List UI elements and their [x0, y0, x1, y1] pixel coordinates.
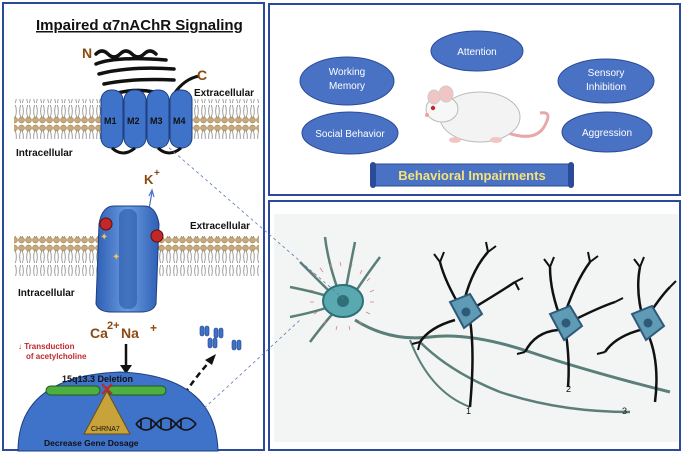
potassium-ion-label: K	[144, 172, 154, 187]
behavior-banner-text: Behavioral Impairments	[398, 168, 545, 183]
n-terminal-chain	[94, 49, 176, 96]
panel-title: Impaired α7nAChR Signaling	[36, 17, 243, 34]
behavior-ellipse-working-memory	[299, 56, 395, 106]
sodium-ion-label: Na	[121, 325, 139, 341]
small-receptor-icons	[199, 325, 242, 351]
receptor-channel: ✦ ✦	[95, 205, 164, 313]
dna-helix-icon	[135, 417, 197, 431]
svg-text:✦: ✦	[112, 252, 120, 263]
target-neuron-3	[596, 256, 677, 403]
behavior-label-sensory-2: Inhibition	[586, 82, 626, 93]
neuron-diagram: 1 2 3	[274, 214, 678, 442]
behavior-banner	[370, 162, 574, 188]
transduction-label-line1: ↓ Transduction	[18, 342, 75, 351]
calcium-ion-label: Ca	[90, 325, 108, 341]
transduction-label-line2: of acetylcholine	[26, 352, 87, 361]
potassium-charge: +	[154, 168, 160, 179]
behavior-label-sensory-1: Sensory	[588, 68, 625, 79]
helix-m3-label: M3	[150, 116, 163, 126]
intracellular-label-bottom: Intracellular	[18, 288, 75, 299]
extracellular-label-bottom: Extracellular	[190, 221, 250, 232]
target-neuron-2	[516, 251, 624, 388]
extracellular-label-top: Extracellular	[194, 88, 254, 99]
neuron-background	[274, 214, 678, 442]
behavior-label-working-memory-2: Memory	[329, 81, 365, 92]
n-terminal-label: N	[82, 45, 92, 61]
source-neuron-nucleus	[337, 295, 349, 307]
behavior-label-working-memory-1: Working	[329, 67, 366, 78]
intracellular-label-top: Intracellular	[16, 148, 73, 159]
svg-text:✦: ✦	[100, 232, 108, 243]
behavior-diagram: Working Memory Attention Sensory Inhibit…	[299, 30, 655, 188]
behavior-ellipse-attention	[430, 30, 524, 72]
dosage-label: Decrease Gene Dosage	[44, 438, 139, 448]
sodium-charge: +	[150, 321, 157, 335]
behavior-ellipse-aggression	[561, 111, 653, 153]
neuron-label-3: 3	[622, 406, 627, 416]
receptor-diagram: Impaired α7nAChR Signaling N C M1 M2 M3 …	[14, 17, 259, 452]
behavior-ellipse-sensory-inhibition	[557, 58, 655, 104]
behavior-panel: Working Memory Attention Sensory Inhibit…	[268, 3, 681, 196]
neuron-label-2: 2	[566, 384, 571, 394]
neuron-label-1: 1	[466, 406, 471, 416]
behavior-label-social-behavior: Social Behavior	[315, 129, 385, 140]
chromosome-right	[107, 385, 167, 396]
gene-label: CHRNA7	[91, 426, 120, 433]
helix-m2-label: M2	[127, 116, 140, 126]
left-panel: Impaired α7nAChR Signaling N C M1 M2 M3 …	[2, 2, 265, 452]
target-neuron-1	[411, 241, 524, 408]
neuron-panel: 1 2 3	[268, 200, 681, 451]
gene-triangle	[83, 389, 131, 435]
helix-m1-label: M1	[104, 116, 117, 126]
behavior-label-attention: Attention	[457, 47, 496, 58]
mouse-illustration	[425, 85, 550, 143]
deletion-label: 15q13.3 Deletion	[62, 374, 133, 384]
behavior-label-aggression: Aggression	[582, 128, 632, 139]
calcium-charge: 2+	[107, 320, 120, 332]
deletion-cross-icon	[101, 383, 113, 395]
c-terminal-label: C	[197, 67, 207, 83]
chromosome-left	[45, 385, 101, 396]
helix-m4-label: M4	[173, 116, 186, 126]
